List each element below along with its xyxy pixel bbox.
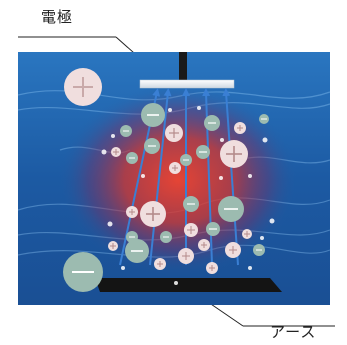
earth-plate <box>95 278 282 292</box>
positive-charge-icon <box>206 262 218 274</box>
earth-label: アース <box>270 323 317 341</box>
positive-charge-icon <box>225 242 241 258</box>
positive-charge-icon <box>154 258 166 270</box>
positive-charge-icon <box>169 162 181 174</box>
negative-charge-icon <box>126 231 138 243</box>
negative-charge-icon <box>259 114 269 124</box>
positive-charge-icon <box>140 201 166 227</box>
positive-charge-icon <box>126 206 138 218</box>
electrode-plate <box>139 79 235 89</box>
positive-charge-icon <box>198 239 210 251</box>
negative-charge-icon <box>196 145 210 159</box>
negative-charge-icon <box>125 239 149 263</box>
negative-charge-icon <box>141 103 165 127</box>
positive-charge-icon <box>108 241 118 251</box>
negative-charge-icon <box>253 244 265 256</box>
negative-charge-icon <box>63 252 103 292</box>
electrode-rod <box>179 52 187 82</box>
negative-charge-icon <box>120 125 132 137</box>
field-arrow-icon <box>149 88 172 266</box>
ion-sparkles <box>101 106 275 285</box>
negative-charge-icon <box>218 196 244 222</box>
positive-charge-icon <box>220 140 248 168</box>
negative-charge-icon <box>206 222 220 236</box>
negative-charge-icon <box>204 115 220 131</box>
negative-charge-icon <box>126 152 138 164</box>
negative-charge-icon <box>180 154 192 166</box>
negative-particles <box>120 103 269 263</box>
negative-charge-icon <box>183 196 199 212</box>
positive-charge-icon <box>165 124 183 142</box>
negative-charge-icon <box>144 138 160 154</box>
positive-charge-icon <box>184 223 198 237</box>
electrode-label: 電極 <box>41 8 74 26</box>
field-arrow-icon <box>222 88 239 266</box>
positive-particles <box>108 122 252 274</box>
positive-charge-icon <box>178 248 194 264</box>
positive-charge-icon <box>64 68 102 106</box>
positive-charge-icon <box>111 147 121 157</box>
positive-charge-icon <box>234 122 246 134</box>
negative-charge-icon <box>160 231 172 243</box>
positive-charge-icon <box>242 229 252 239</box>
